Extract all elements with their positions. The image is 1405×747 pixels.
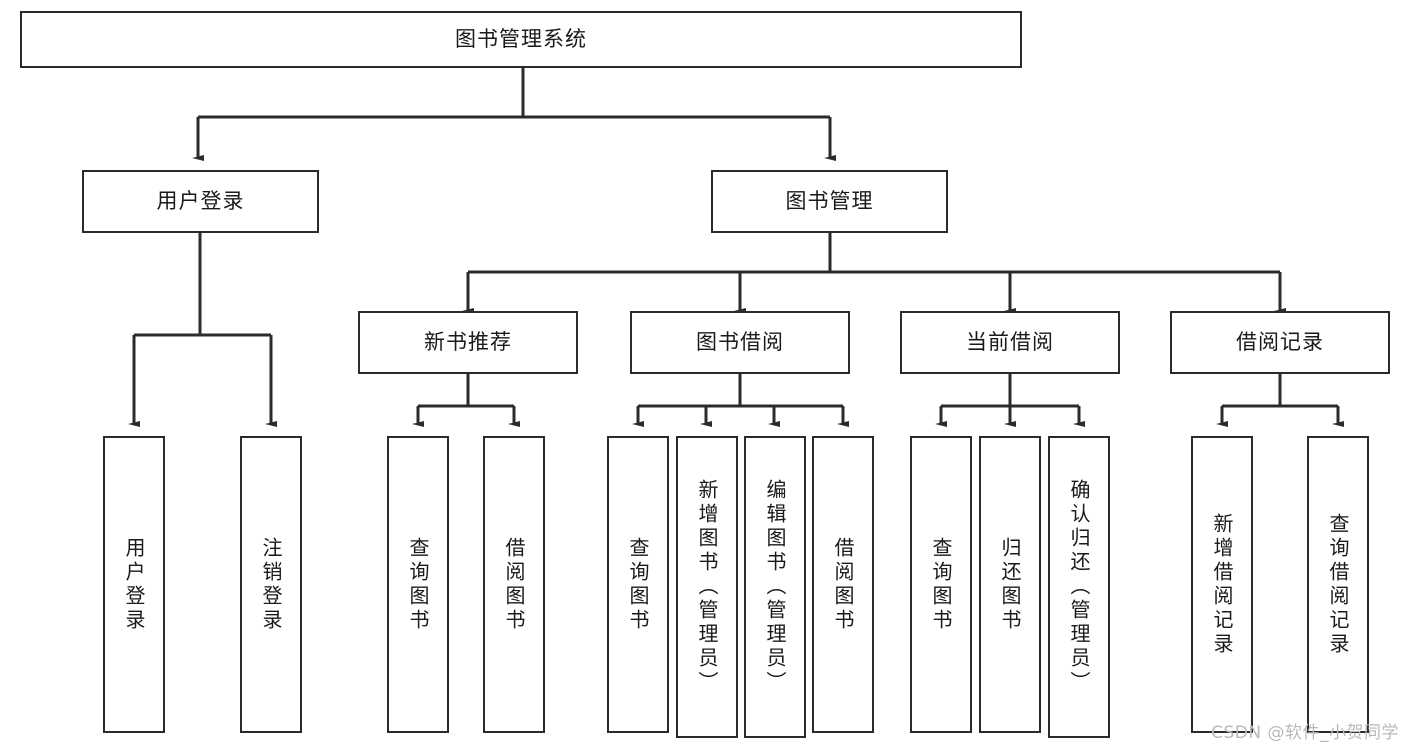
leaf-borrow-record-1[interactable]: 查询借阅记录 bbox=[1307, 436, 1369, 733]
node-current-borrow[interactable]: 当前借阅 bbox=[900, 311, 1120, 374]
leaf-current-borrow-1-label: 归还图书 bbox=[998, 536, 1022, 633]
leaf-borrow-record-1-label: 查询借阅记录 bbox=[1326, 512, 1350, 657]
leaf-user-login-0-label: 用户登录 bbox=[122, 536, 146, 633]
leaf-current-borrow-2-label: 确认归还（管理员） bbox=[1067, 479, 1091, 695]
node-current-borrow-label: 当前借阅 bbox=[966, 330, 1054, 355]
leaf-book-borrow-2[interactable]: 编辑图书（管理员） bbox=[744, 436, 806, 738]
node-user-login[interactable]: 用户登录 bbox=[82, 170, 319, 233]
node-book-manage[interactable]: 图书管理 bbox=[711, 170, 948, 233]
node-root[interactable]: 图书管理系统 bbox=[20, 11, 1022, 68]
node-borrow-record-label: 借阅记录 bbox=[1236, 330, 1324, 355]
node-new-book-recommend[interactable]: 新书推荐 bbox=[358, 311, 578, 374]
leaf-current-borrow-0-label: 查询图书 bbox=[929, 536, 953, 633]
leaf-book-borrow-3[interactable]: 借阅图书 bbox=[812, 436, 874, 733]
node-borrow-record[interactable]: 借阅记录 bbox=[1170, 311, 1390, 374]
leaf-new-book-0[interactable]: 查询图书 bbox=[387, 436, 449, 733]
leaf-borrow-record-0-label: 新增借阅记录 bbox=[1210, 512, 1234, 657]
leaf-new-book-0-label: 查询图书 bbox=[406, 536, 430, 633]
watermark: CSDN @软件_小贺同学 bbox=[1211, 723, 1399, 743]
leaf-book-borrow-2-label: 编辑图书（管理员） bbox=[763, 479, 787, 695]
leaf-current-borrow-2[interactable]: 确认归还（管理员） bbox=[1048, 436, 1110, 738]
leaf-book-borrow-0[interactable]: 查询图书 bbox=[607, 436, 669, 733]
leaf-new-book-1[interactable]: 借阅图书 bbox=[483, 436, 545, 733]
node-new-book-recommend-label: 新书推荐 bbox=[424, 330, 512, 355]
leaf-user-login-1-label: 注销登录 bbox=[259, 536, 283, 633]
node-book-manage-label: 图书管理 bbox=[785, 189, 874, 214]
leaf-user-login-1[interactable]: 注销登录 bbox=[240, 436, 302, 733]
node-book-borrow[interactable]: 图书借阅 bbox=[630, 311, 850, 374]
leaf-new-book-1-label: 借阅图书 bbox=[502, 536, 526, 633]
leaf-current-borrow-0[interactable]: 查询图书 bbox=[910, 436, 972, 733]
node-user-login-label: 用户登录 bbox=[156, 189, 245, 214]
leaf-book-borrow-0-label: 查询图书 bbox=[626, 536, 650, 633]
leaf-user-login-0[interactable]: 用户登录 bbox=[103, 436, 165, 733]
leaf-current-borrow-1[interactable]: 归还图书 bbox=[979, 436, 1041, 733]
leaf-book-borrow-1[interactable]: 新增图书（管理员） bbox=[676, 436, 738, 738]
leaf-book-borrow-1-label: 新增图书（管理员） bbox=[695, 479, 719, 695]
leaf-book-borrow-3-label: 借阅图书 bbox=[831, 536, 855, 633]
node-book-borrow-label: 图书借阅 bbox=[696, 330, 784, 355]
leaf-borrow-record-0[interactable]: 新增借阅记录 bbox=[1191, 436, 1253, 733]
node-root-label: 图书管理系统 bbox=[455, 27, 587, 52]
